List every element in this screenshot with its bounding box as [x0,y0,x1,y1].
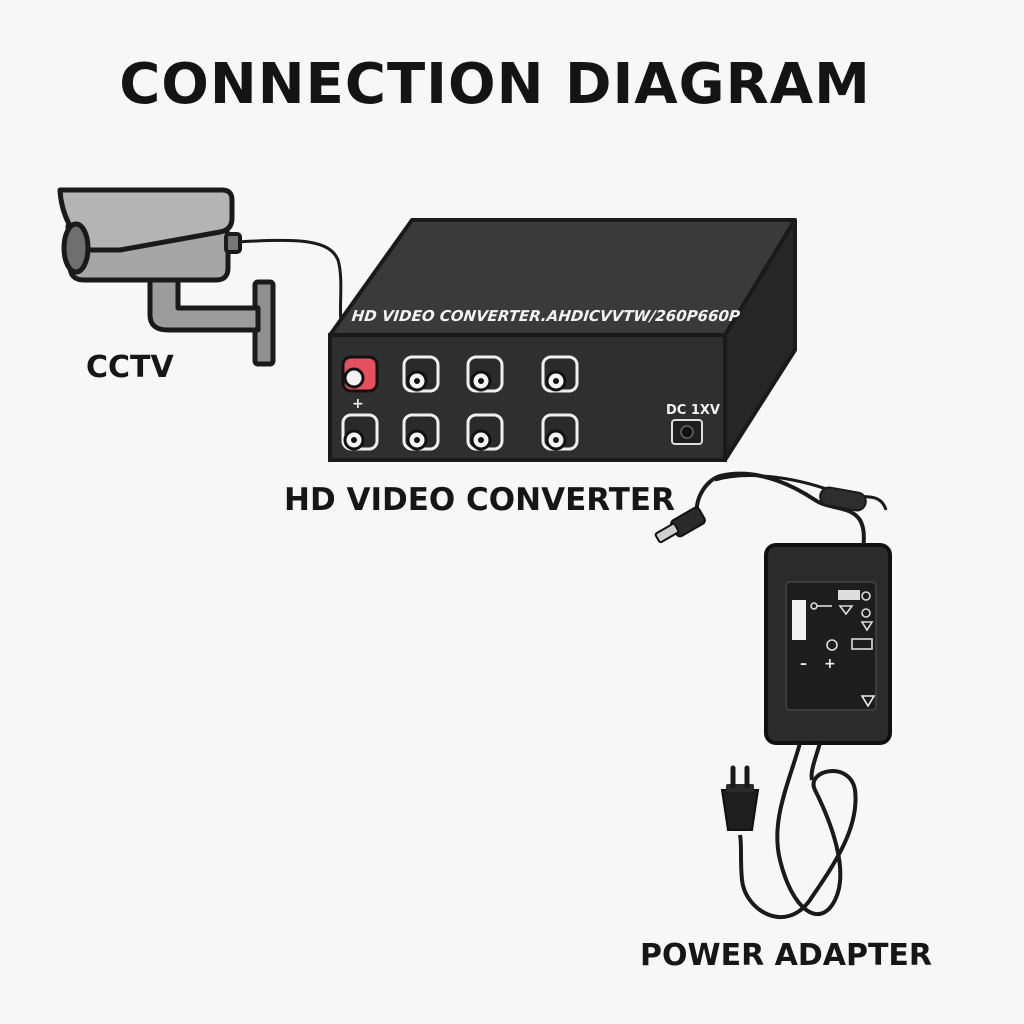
adapter-certification-marks [810,590,874,651]
power-adapter: – + [764,543,892,745]
cctv-label: CCTV [86,350,174,385]
ac-power-cord [720,742,858,920]
adapter-spec-label [785,581,877,711]
adapter-polarity-plus: + [824,656,836,672]
adapter-warning-triangle-icon [860,695,876,708]
converter-front-face [328,333,727,462]
hd-video-converter: HD VIDEO CONVERTER.AHDICVVTW/260P660P + [328,218,797,462]
converter-label: HD VIDEO CONVERTER [284,482,675,518]
bnc-port-bottom-4 [541,413,579,451]
bnc-port-bottom-2 [402,413,440,451]
camera-video-cable [237,238,344,331]
adapter-polarity-minus: – [800,656,807,672]
power-adapter-label: POWER ADAPTER [640,938,933,973]
wall-plug [720,765,760,831]
bnc-port-bottom-3 [466,413,504,451]
bnc-port-top-3 [466,355,504,393]
converter-dc-power-port [671,419,703,445]
camera-lens [61,221,91,275]
diagram-title: CONNECTION DIAGRAM [119,52,871,117]
bnc-port-top-2 [402,355,440,393]
converter-model-text: HD VIDEO CONVERTER.AHDICVVTW/260P660P [351,307,741,325]
converter-input-port-1 [341,355,379,393]
camera-rear-connector [224,232,242,254]
bnc-port-bottom-1 [341,413,379,451]
bnc-port-top-4 [541,355,579,393]
cable-ferrite-bead [819,486,867,512]
dc-barrel-plug [654,506,706,544]
cctv-camera [57,187,276,367]
converter-input-mark: + [352,396,364,412]
converter-dc-port-label: DC 1XV [666,403,720,418]
camera-mount-arm [147,277,261,333]
dc-power-cable [654,471,888,561]
adapter-white-sticker [792,600,806,640]
